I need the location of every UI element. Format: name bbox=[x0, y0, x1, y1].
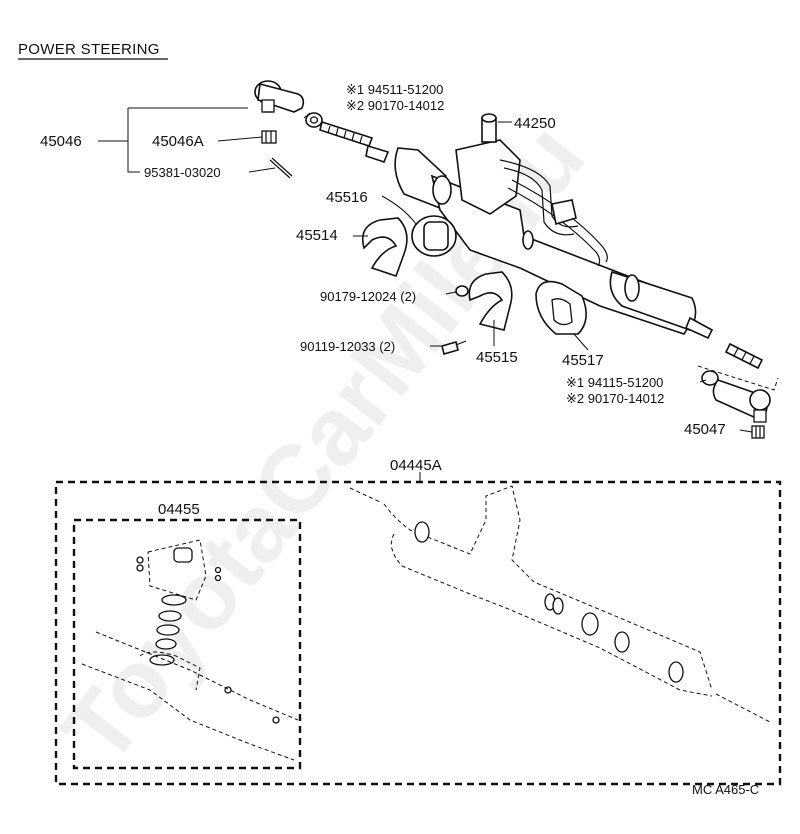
label-nut-bottom-1: ※1 94115-51200 bbox=[566, 375, 663, 390]
cotter-pin-left bbox=[269, 157, 293, 179]
leaders-upper bbox=[98, 107, 753, 433]
washer-90179 bbox=[455, 285, 469, 297]
kit-04445A-border bbox=[54, 480, 782, 786]
label-nut-bottom-2: ※2 90170-14012 bbox=[566, 391, 664, 406]
kit-rack-outline bbox=[349, 485, 771, 723]
label-45516: 45516 bbox=[326, 189, 368, 206]
castle-nut-left bbox=[261, 130, 277, 144]
label-45047: 45047 bbox=[684, 421, 726, 438]
page-title: POWER STEERING bbox=[18, 41, 160, 58]
label-45514: 45514 bbox=[296, 227, 338, 244]
label-04455: 04455 bbox=[158, 501, 200, 518]
label-nut-top-2: ※2 90170-14012 bbox=[346, 98, 444, 113]
label-45046: 45046 bbox=[40, 133, 82, 150]
watermark: ToyotaCarMile.ru bbox=[42, 105, 605, 783]
castle-nut-right bbox=[751, 425, 765, 439]
label-90179-12024: 90179-12024 (2) bbox=[320, 289, 416, 304]
label-90119-12033: 90119-12033 (2) bbox=[300, 339, 395, 354]
threaded-rod-right bbox=[724, 342, 764, 370]
label-45515: 45515 bbox=[476, 349, 518, 366]
kit-04455-border bbox=[72, 518, 302, 770]
label-45046A: 45046A bbox=[152, 133, 204, 150]
bracket-45514 bbox=[361, 217, 408, 278]
label-nut-top-1: ※1 94511-51200 bbox=[346, 82, 443, 97]
bracket-45515 bbox=[468, 271, 513, 331]
tie-rod-end-right bbox=[712, 379, 771, 423]
label-95381-03020: 95381-03020 bbox=[144, 165, 221, 180]
lock-nut-top bbox=[305, 112, 323, 128]
bracket-dash-right bbox=[697, 365, 779, 391]
grommet-45517 bbox=[535, 280, 587, 335]
reference-code: MC A465-C bbox=[692, 782, 759, 797]
lock-nut-bottom bbox=[701, 370, 719, 386]
grommet-45516 bbox=[411, 215, 457, 257]
label-44250: 44250 bbox=[514, 115, 556, 132]
kit-seal-parts bbox=[81, 539, 299, 761]
threaded-rod-left bbox=[319, 120, 374, 147]
label-45517: 45517 bbox=[562, 352, 604, 369]
steering-rack-housing bbox=[365, 113, 714, 340]
tie-rod-end-left bbox=[254, 80, 305, 113]
bolt-90119 bbox=[441, 340, 467, 355]
label-04445A: 04445A bbox=[390, 457, 442, 474]
